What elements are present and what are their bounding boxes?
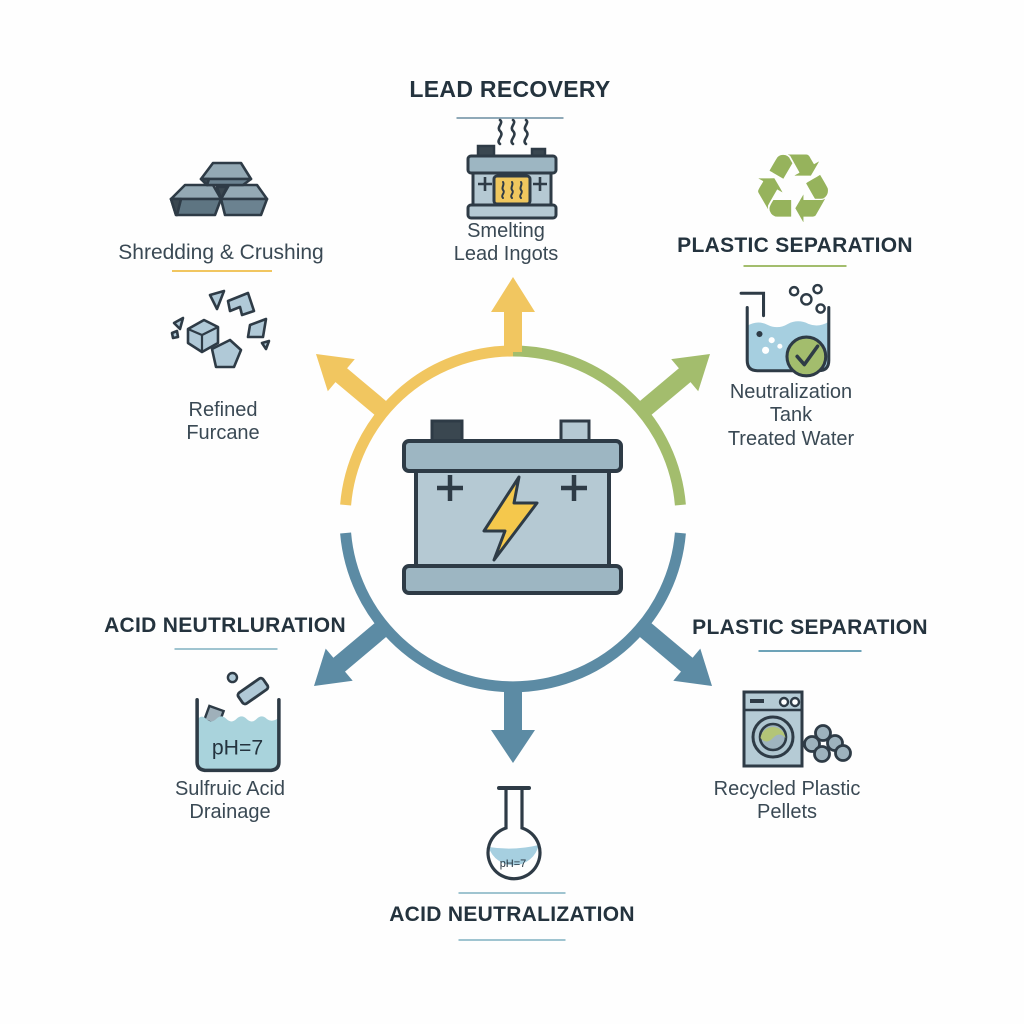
title-underline: [174, 648, 278, 650]
title-underline: [758, 650, 862, 652]
ring-segment-blue: [340, 532, 686, 693]
label-underline: [172, 270, 272, 272]
stage-title: ACID NEUTRALIZATION: [389, 903, 635, 926]
washing-machine-icon: [742, 690, 852, 768]
lightning-bolt-icon: [482, 475, 539, 562]
falling-piece-icon: [236, 676, 270, 706]
acid-tank-icon: pH=7: [195, 671, 281, 773]
stage-title: PLASTIC SEPARATION: [692, 616, 928, 639]
crushed-pieces-icon: [170, 289, 271, 369]
lead-ingots-icon: [169, 161, 269, 217]
arrow-down-left-icon: [314, 620, 390, 686]
stage-title: PLASTIC SEPARATION: [677, 234, 913, 257]
ring-segment-green: [512, 345, 686, 506]
arrow-down-right-icon: [636, 620, 712, 686]
title-underline: [456, 117, 564, 119]
bubbles-icon: [788, 283, 826, 314]
checkmark-icon: [785, 335, 828, 378]
pipe-icon: [739, 291, 766, 318]
stage-caption: Sulfruic Acid Drainage: [174, 778, 286, 824]
title-overline: [458, 892, 566, 894]
arrow-up-icon: [491, 277, 535, 352]
smelting-furnace-icon: [466, 118, 558, 220]
car-battery-icon: [402, 419, 623, 595]
plus-terminal-icon: [561, 475, 587, 501]
neutralization-tank-icon: [739, 283, 831, 378]
stage-title: LEAD RECOVERY: [409, 76, 611, 102]
arrow-up-right-icon: [636, 354, 710, 418]
stage-caption: Refined Furcane: [186, 399, 260, 445]
stage-label: Shredding & Crushing: [118, 241, 324, 264]
plus-terminal-icon: [437, 475, 463, 501]
title-underline: [743, 265, 847, 267]
title-underline: [458, 939, 566, 941]
stage-caption: Recycled Plastic Pellets: [713, 778, 861, 824]
laundry-icon: [760, 726, 786, 742]
steam-icon: [497, 118, 529, 146]
plastic-pellets-icon: [803, 724, 852, 763]
ph-label: pH=7: [212, 736, 263, 759]
arrow-down-icon: [491, 687, 535, 763]
ph-label: pH=7: [500, 858, 527, 870]
stage-title: ACID NEUTRLURATION: [104, 614, 346, 637]
ring-segment-yellow: [340, 345, 514, 506]
arrow-up-left-icon: [316, 354, 390, 418]
flask-icon: pH=7: [486, 786, 542, 881]
stage-caption: Smelting Lead Ingots: [453, 220, 559, 266]
stage-caption: Neutralization Tank Treated Water: [727, 381, 855, 450]
recycle-icon: ♻: [749, 136, 837, 243]
